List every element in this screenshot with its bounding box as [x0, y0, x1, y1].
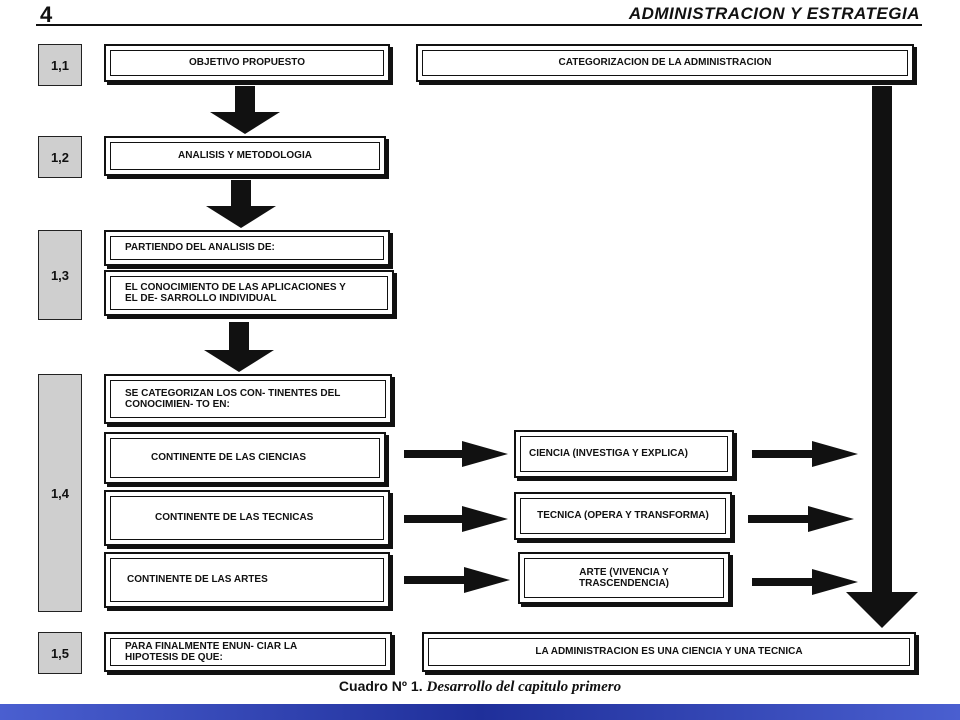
box-conclusion: LA ADMINISTRACION ES UNA CIENCIA Y UNA T…	[422, 632, 916, 672]
box-continente-tecnicas-label: CONTINENTE DE LAS TECNICAS	[155, 512, 314, 524]
box-partiendo-label: PARTIENDO DEL ANALISIS DE:	[125, 242, 275, 254]
arrow-right-tecnicas-to-tecnica	[404, 506, 508, 532]
box-conocimiento-label: EL CONOCIMIENTO DE LAS APLICACIONES Y EL…	[125, 281, 346, 305]
arrow-right-arte-out	[752, 569, 860, 595]
box-continente-ciencias-label: CONTINENTE DE LAS CIENCIAS	[151, 452, 307, 464]
arrow-right-ciencia-out	[752, 441, 860, 467]
caption-label: Cuadro Nº 1.	[338, 678, 423, 694]
arrow-down-2	[206, 180, 276, 228]
box-continente-artes-label: CONTINENTE DE LAS ARTES	[127, 574, 268, 586]
box-continente-tecnicas: CONTINENTE DE LAS TECNICAS	[104, 490, 390, 546]
footer-band	[0, 704, 960, 720]
step-label-1-3: 1,3	[38, 230, 82, 320]
box-ciencia: CIENCIA (INVESTIGA Y EXPLICA)	[514, 430, 734, 478]
box-tecnica: TECNICA (OPERA Y TRANSFORMA)	[514, 492, 732, 540]
box-arte-label: ARTE (VIVENCIA Y TRASCENDENCIA)	[579, 566, 669, 590]
page-number: 4	[40, 2, 53, 27]
step-label-1-2: 1,2	[38, 136, 82, 178]
arrow-right-artes-to-arte	[404, 567, 512, 593]
box-partiendo: PARTIENDO DEL ANALISIS DE:	[104, 230, 390, 266]
box-continente-ciencias: CONTINENTE DE LAS CIENCIAS	[104, 432, 386, 484]
box-objetivo-label: OBJETIVO PROPUESTO	[189, 57, 305, 69]
box-conclusion-label: LA ADMINISTRACION ES UNA CIENCIA Y UNA T…	[535, 646, 803, 658]
box-finalmente-label: PARA FINALMENTE ENUN- CIAR LA HIPOTESIS …	[125, 640, 297, 664]
box-conocimiento: EL CONOCIMIENTO DE LAS APLICACIONES Y EL…	[104, 270, 394, 316]
caption-text: Desarrollo del capitulo primero	[426, 679, 622, 695]
box-finalmente: PARA FINALMENTE ENUN- CIAR LA HIPOTESIS …	[104, 632, 392, 672]
box-objetivo-propuesto: OBJETIVO PROPUESTO	[104, 44, 390, 82]
box-tecnica-label: TECNICA (OPERA Y TRANSFORMA)	[537, 510, 709, 522]
arrow-right-ciencias-to-ciencia	[404, 441, 508, 467]
box-categorizacion-label: CATEGORIZACION DE LA ADMINISTRACION	[558, 57, 772, 69]
arrow-down-1	[210, 86, 280, 134]
box-continente-artes: CONTINENTE DE LAS ARTES	[104, 552, 390, 608]
arrow-down-3	[204, 322, 274, 372]
box-categorizacion: CATEGORIZACION DE LA ADMINISTRACION	[416, 44, 914, 82]
header-rule	[36, 24, 922, 26]
box-analisis-label: ANALISIS Y METODOLOGIA	[178, 150, 312, 162]
step-label-1-5: 1,5	[38, 632, 82, 674]
chapter-title: ADMINISTRACION Y ESTRATEGIA	[628, 4, 920, 23]
box-categorizan: SE CATEGORIZAN LOS CON- TINENTES DEL CON…	[104, 374, 392, 424]
step-label-1-1: 1,1	[38, 44, 82, 86]
box-arte: ARTE (VIVENCIA Y TRASCENDENCIA)	[518, 552, 730, 604]
box-categorizan-label: SE CATEGORIZAN LOS CON- TINENTES DEL CON…	[125, 387, 341, 411]
box-analisis: ANALISIS Y METODOLOGIA	[104, 136, 386, 176]
box-ciencia-label: CIENCIA (INVESTIGA Y EXPLICA)	[529, 448, 688, 460]
arrow-right-tecnica-out	[748, 506, 856, 532]
step-label-1-4: 1,4	[38, 374, 82, 612]
arrow-down-long-right	[846, 86, 918, 630]
figure-caption: Cuadro Nº 1. Desarrollo del capitulo pri…	[0, 678, 960, 696]
